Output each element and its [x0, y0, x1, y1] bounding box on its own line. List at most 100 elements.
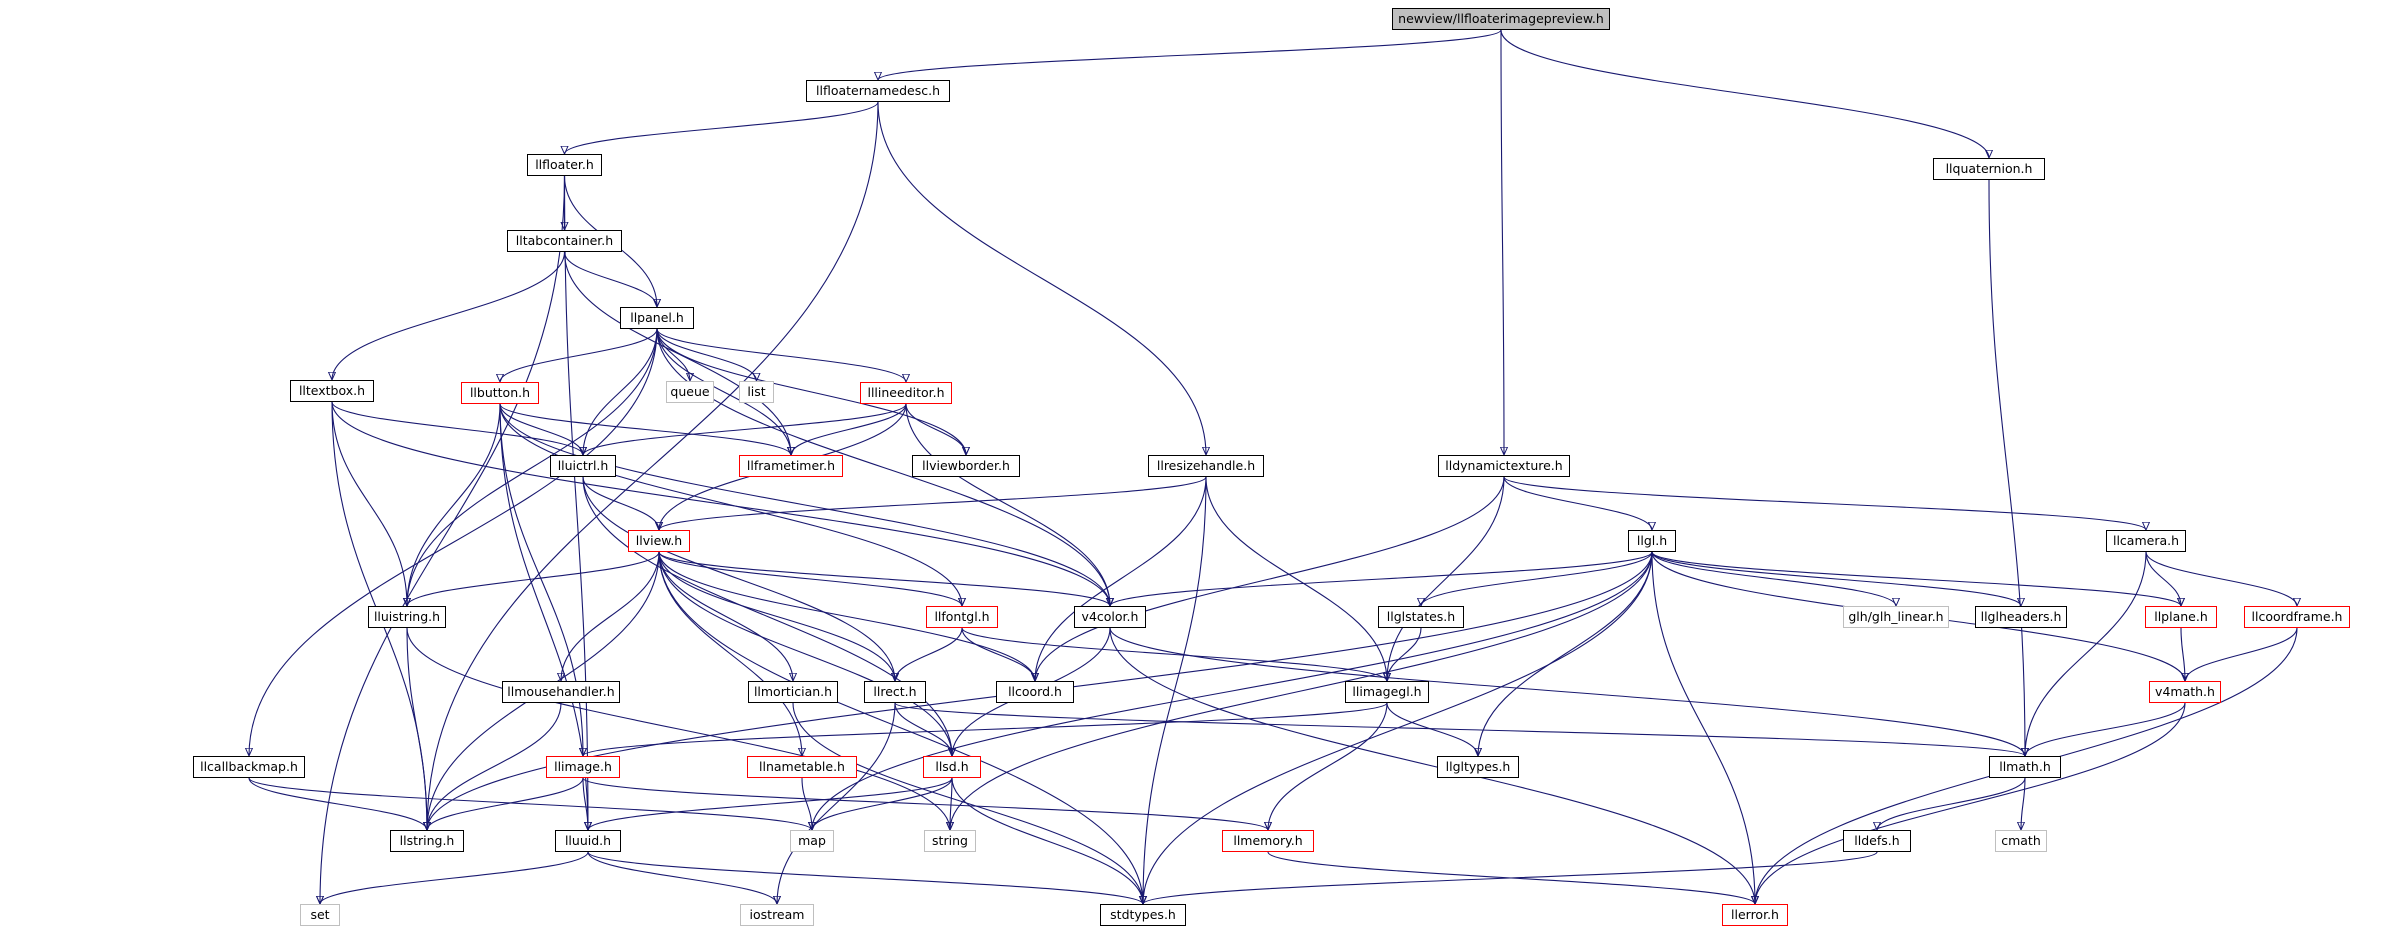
edge-llpanel-to-lllineeditor: [656, 328, 906, 382]
node-glh-linear[interactable]: glh/glh_linear.h: [1843, 606, 1949, 628]
edge-llimagegl-to-llimage: [583, 702, 1388, 756]
node-llgltypes[interactable]: llgltypes.h: [1437, 756, 1519, 778]
node-llquaternion[interactable]: llquaternion.h: [1933, 158, 2045, 180]
node-lldynamictexture[interactable]: lldynamictexture.h: [1438, 455, 1570, 477]
node-lltabcontainer[interactable]: lltabcontainer.h: [507, 230, 622, 252]
edge-llsd-to-stdtypes: [951, 777, 1143, 904]
edge-llfontgl-to-llrect: [895, 627, 963, 681]
node-list[interactable]: list: [739, 381, 774, 403]
edge-root-file-to-lldynamictexture: [1501, 29, 1504, 455]
node-lllineeditor[interactable]: lllineeditor.h: [860, 382, 952, 404]
edge-llview-to-llrect: [658, 551, 895, 681]
node-llfloaternamedesc[interactable]: llfloaternamedesc.h: [806, 80, 950, 102]
node-llrect[interactable]: llrect.h: [864, 681, 926, 703]
node-llimage[interactable]: llimage.h: [546, 756, 620, 778]
edge-llcamera-to-llmath: [2025, 551, 2147, 756]
edge-llfloater-to-set: [320, 175, 566, 904]
node-llimagegl[interactable]: llimagegl.h: [1345, 681, 1429, 703]
edge-llrect-to-iostream: [777, 702, 896, 904]
node-llframetimer[interactable]: llframetimer.h: [739, 455, 843, 477]
edge-llfloaternamedesc-to-llresizehandle: [877, 101, 1206, 455]
edge-llcamera-to-llplane: [2145, 551, 2181, 606]
node-llcoordframe[interactable]: llcoordframe.h: [2244, 606, 2350, 628]
node-llplane[interactable]: llplane.h: [2145, 606, 2217, 628]
node-v4math[interactable]: v4math.h: [2149, 681, 2221, 703]
edge-v4math-to-llerror: [1755, 702, 2186, 904]
edge-llrect-to-llsd: [894, 702, 952, 756]
edge-llnametable-to-map: [801, 777, 812, 830]
edge-llresizehandle-to-llcoord: [1035, 476, 1207, 681]
edge-llview-to-stdtypes: [658, 551, 1143, 904]
node-v4color[interactable]: v4color.h: [1074, 606, 1146, 628]
edge-llview-to-llsd: [658, 551, 952, 756]
edge-lltextbox-to-v4color: [331, 401, 1110, 606]
node-lluuid[interactable]: lluuid.h: [555, 830, 621, 852]
edge-llcallbackmap-to-llstring: [248, 777, 427, 830]
node-llsd[interactable]: llsd.h: [923, 756, 981, 778]
edge-v4math-to-llmath: [2025, 702, 2186, 756]
edge-llpanel-to-llframetimer: [656, 328, 791, 455]
node-lluistring[interactable]: lluistring.h: [368, 606, 446, 628]
edge-llquaternion-to-llmath: [1988, 179, 2025, 756]
node-queue[interactable]: queue: [666, 381, 714, 403]
edge-llbutton-to-llframetimer: [499, 403, 791, 455]
edge-llview-to-llcoord: [658, 551, 1035, 681]
node-lltextbox[interactable]: lltextbox.h: [290, 380, 374, 402]
edge-llsd-to-lluuid: [588, 777, 953, 830]
edge-lldynamictexture-to-llcoord: [1035, 476, 1505, 681]
node-llnametable[interactable]: llnametable.h: [747, 756, 857, 778]
node-llstring[interactable]: llstring.h: [390, 830, 464, 852]
node-llerror[interactable]: llerror.h: [1722, 904, 1788, 926]
node-llcallbackmap[interactable]: llcallbackmap.h: [193, 756, 305, 778]
edge-lluistring-to-llstring: [406, 627, 427, 830]
node-root-file[interactable]: newview/llfloaterimagepreview.h: [1392, 8, 1610, 30]
edge-llpanel-to-list: [656, 328, 757, 381]
edge-llimagegl-to-llgltypes: [1386, 702, 1478, 756]
node-cmath[interactable]: cmath: [1995, 830, 2047, 852]
node-llcoord[interactable]: llcoord.h: [996, 681, 1074, 703]
node-llmemory[interactable]: llmemory.h: [1222, 830, 1314, 852]
edge-llimage-to-llstring: [427, 777, 584, 830]
edge-llsd-to-string: [950, 777, 952, 830]
node-llcamera[interactable]: llcamera.h: [2106, 530, 2186, 552]
node-llglstates[interactable]: llglstates.h: [1378, 606, 1464, 628]
edge-llview-to-llfontgl: [658, 551, 962, 606]
node-lluictrl[interactable]: lluictrl.h: [550, 455, 616, 477]
edge-llfontgl-to-llcoord: [961, 627, 1035, 681]
node-llfontgl[interactable]: llfontgl.h: [926, 606, 998, 628]
edge-llresizehandle-to-llview: [659, 476, 1207, 530]
node-set[interactable]: set: [300, 904, 340, 926]
node-iostream[interactable]: iostream: [740, 904, 814, 926]
node-llviewborder[interactable]: llviewborder.h: [912, 455, 1020, 477]
edge-llgl-to-llglstates: [1421, 551, 1653, 606]
edge-lltabcontainer-to-llpanel: [563, 251, 658, 307]
edge-llimage-to-llmemory: [582, 777, 1268, 830]
node-llmortician[interactable]: llmortician.h: [748, 681, 838, 703]
node-lldefs[interactable]: lldefs.h: [1843, 830, 1911, 852]
edge-llgl-to-llplane: [1651, 551, 2181, 606]
node-stdtypes[interactable]: stdtypes.h: [1100, 904, 1186, 926]
edge-root-file-to-llquaternion: [1500, 29, 1989, 158]
edge-llgl-to-llgltypes: [1478, 551, 1653, 756]
edge-llgl-to-string: [950, 551, 1653, 830]
edge-lluictrl-to-llrect: [582, 476, 895, 681]
node-llbutton[interactable]: llbutton.h: [461, 382, 539, 404]
node-string[interactable]: string: [924, 830, 976, 852]
node-llgl[interactable]: llgl.h: [1628, 530, 1676, 552]
edge-v4color-to-llmath: [1109, 627, 2025, 756]
node-map[interactable]: map: [790, 830, 834, 852]
node-llmousehandler[interactable]: llmousehandler.h: [502, 681, 620, 703]
edge-llbutton-to-lluistring: [407, 403, 501, 606]
edge-lllineeditor-to-llframetimer: [791, 403, 907, 455]
node-llview[interactable]: llview.h: [628, 530, 690, 552]
edge-lltabcontainer-to-llframetimer: [563, 251, 792, 455]
edge-llsd-to-map: [812, 777, 953, 830]
edge-lluictrl-to-llview: [582, 476, 659, 530]
node-llfloater[interactable]: llfloater.h: [527, 154, 602, 176]
node-llpanel[interactable]: llpanel.h: [620, 307, 694, 329]
node-llresizehandle[interactable]: llresizehandle.h: [1148, 455, 1264, 477]
node-llglheaders[interactable]: llglheaders.h: [1975, 606, 2067, 628]
node-llmath[interactable]: llmath.h: [1989, 756, 2061, 778]
